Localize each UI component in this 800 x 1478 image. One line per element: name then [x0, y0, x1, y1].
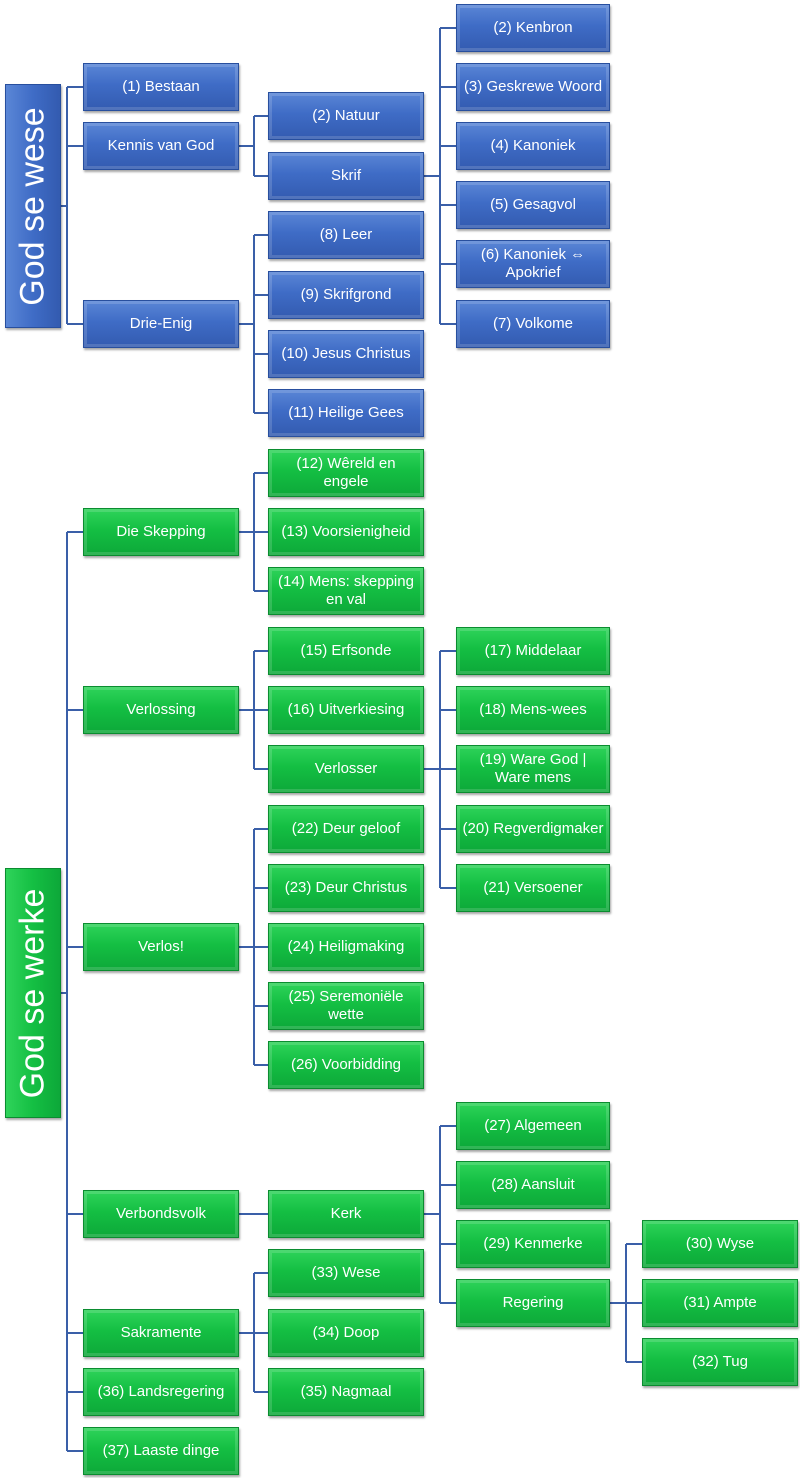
node-volkome[interactable]: (7) Volkome — [456, 300, 610, 348]
node-erfsonde[interactable]: (15) Erfsonde — [268, 627, 424, 675]
node-doop[interactable]: (34) Doop — [268, 1309, 424, 1357]
node-aansluit[interactable]: (28) Aansluit — [456, 1161, 610, 1209]
node-laaste-dinge[interactable]: (37) Laaste dinge — [83, 1427, 239, 1475]
node-voorbidding[interactable]: (26) Voorbidding — [268, 1041, 424, 1089]
node-kerk[interactable]: Kerk — [268, 1190, 424, 1238]
node-wyse[interactable]: (30) Wyse — [642, 1220, 798, 1268]
node-seremoniele-wette[interactable]: (25) Seremoniële wette — [268, 982, 424, 1030]
node-wese[interactable]: (33) Wese — [268, 1249, 424, 1297]
root-god-se-wese-label: God se wese — [13, 106, 52, 306]
node-skrifgrond[interactable]: (9) Skrifgrond — [268, 271, 424, 319]
node-uitverkiesing[interactable]: (16) Uitverkiesing — [268, 686, 424, 734]
node-mens-wees[interactable]: (18) Mens-wees — [456, 686, 610, 734]
node-regverdigmaker[interactable]: (20) Regverdigmaker — [456, 805, 610, 853]
node-kanoniek[interactable]: (4) Kanoniek — [456, 122, 610, 170]
node-versoener[interactable]: (21) Versoener — [456, 864, 610, 912]
node-heiligmaking[interactable]: (24) Heiligmaking — [268, 923, 424, 971]
node-algemeen[interactable]: (27) Algemeen — [456, 1102, 610, 1150]
node-kenmerke[interactable]: (29) Kenmerke — [456, 1220, 610, 1268]
node-natuur[interactable]: (2) Natuur — [268, 92, 424, 140]
node-deur-geloof[interactable]: (22) Deur geloof — [268, 805, 424, 853]
node-wereld-en-engele[interactable]: (12) Wêreld en engele — [268, 449, 424, 497]
node-verlos[interactable]: Verlos! — [83, 923, 239, 971]
root-god-se-wese[interactable]: God se wese — [5, 84, 61, 328]
root-god-se-werke-label: God se werke — [13, 888, 52, 1098]
node-verbondsvolk[interactable]: Verbondsvolk — [83, 1190, 239, 1238]
node-ware-god-ware-mens[interactable]: (19) Ware God | Ware mens — [456, 745, 610, 793]
node-drie-enig[interactable]: Drie-Enig — [83, 300, 239, 348]
node-kanoniek-apokrief[interactable]: (6) Kanoniek ⇔ Apokrief — [456, 240, 610, 288]
node-voorsienigheid[interactable]: (13) Voorsienigheid — [268, 508, 424, 556]
node-leer[interactable]: (8) Leer — [268, 211, 424, 259]
node-ampte[interactable]: (31) Ampte — [642, 1279, 798, 1327]
node-geskrewe-woord[interactable]: (3) Geskrewe Woord — [456, 63, 610, 111]
node-deur-christus[interactable]: (23) Deur Christus — [268, 864, 424, 912]
node-gesagvol[interactable]: (5) Gesagvol — [456, 181, 610, 229]
node-bestaan[interactable]: (1) Bestaan — [83, 63, 239, 111]
node-mens-skepping-en-val[interactable]: (14) Mens: skepping en val — [268, 567, 424, 615]
node-jesus-christus[interactable]: (10) Jesus Christus — [268, 330, 424, 378]
node-kennis-van-god[interactable]: Kennis van God — [83, 122, 239, 170]
node-tug[interactable]: (32) Tug — [642, 1338, 798, 1386]
node-sakramente[interactable]: Sakramente — [83, 1309, 239, 1357]
node-verlossing[interactable]: Verlossing — [83, 686, 239, 734]
node-heilige-gees[interactable]: (11) Heilige Gees — [268, 389, 424, 437]
node-die-skepping[interactable]: Die Skepping — [83, 508, 239, 556]
node-skrif[interactable]: Skrif — [268, 152, 424, 200]
node-regering[interactable]: Regering — [456, 1279, 610, 1327]
node-kenbron[interactable]: (2) Kenbron — [456, 4, 610, 52]
root-god-se-werke[interactable]: God se werke — [5, 868, 61, 1118]
node-middelaar[interactable]: (17) Middelaar — [456, 627, 610, 675]
node-landsregering[interactable]: (36) Landsregering — [83, 1368, 239, 1416]
node-nagmaal[interactable]: (35) Nagmaal — [268, 1368, 424, 1416]
node-verlosser[interactable]: Verlosser — [268, 745, 424, 793]
